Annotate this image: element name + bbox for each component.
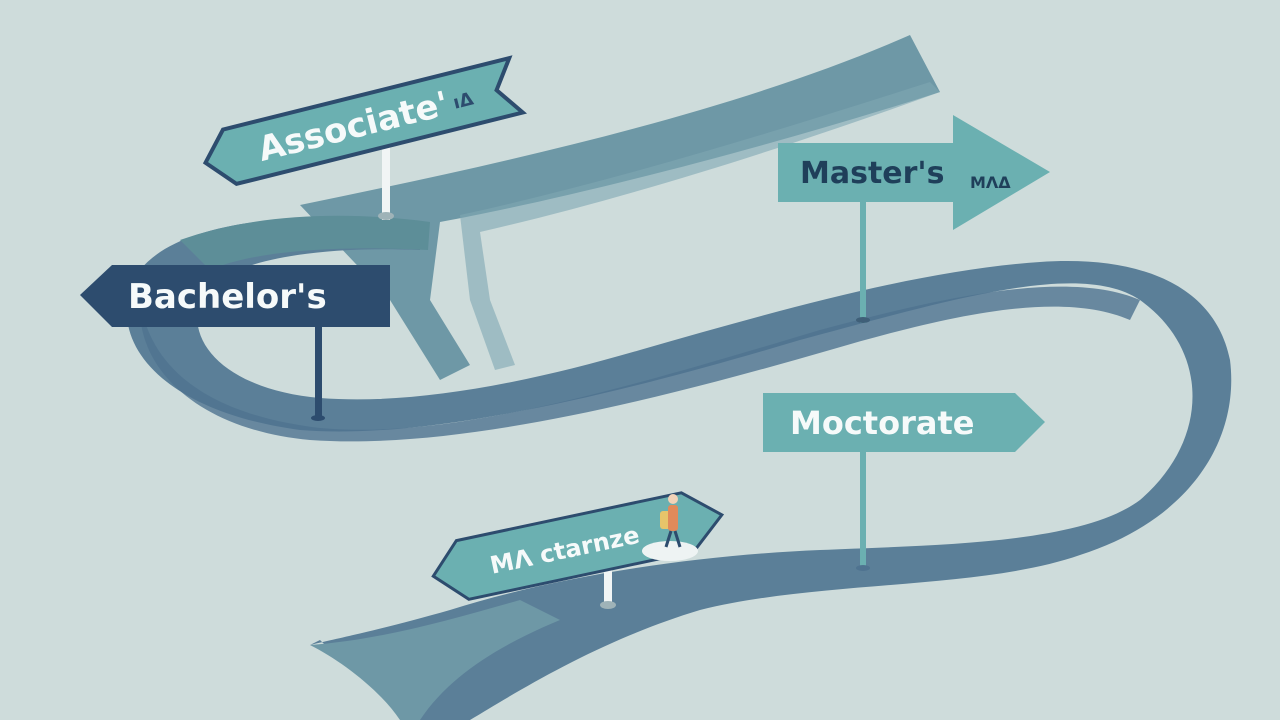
- traveler-cloud: [642, 541, 698, 561]
- road-left-teal: [180, 215, 430, 270]
- road-lower-tail: [310, 600, 560, 720]
- post-macturnate: [604, 565, 612, 607]
- sign-macturnate: MΛ ctarnze: [431, 491, 725, 601]
- sign-moctorate-label: Moctorate: [790, 404, 974, 442]
- post-masters: [860, 195, 866, 323]
- traveler-leg: [664, 530, 673, 548]
- post-associate: [382, 140, 390, 220]
- post-bachelors: [315, 318, 322, 420]
- person-with-backpack-icon: [642, 494, 698, 561]
- traveler-leg-2: [673, 530, 682, 548]
- sign-moctorate: Moctorate: [763, 393, 1045, 452]
- sign-macturnate-board: [431, 491, 725, 601]
- sign-associate-board: [202, 55, 528, 187]
- road-loop-shade: [139, 286, 1141, 442]
- post-macturnate-base: [600, 601, 616, 609]
- post-moctorate-base: [856, 565, 870, 571]
- post-moctorate: [860, 450, 866, 570]
- sign-masters-suffix: MΛΔ: [970, 173, 1011, 192]
- sign-masters-label: Master's: [800, 156, 944, 191]
- traveler-body: [668, 505, 678, 531]
- sign-posts: [311, 140, 870, 609]
- road-upper-band: [300, 35, 940, 380]
- sign-bachelors-board: [80, 265, 390, 327]
- sign-associate-suffix: ıΔ: [451, 88, 476, 113]
- post-associate-base: [378, 212, 394, 220]
- sign-bachelors: Bachelor's: [80, 265, 390, 327]
- post-masters-base: [856, 317, 870, 323]
- sign-bachelors-label: Bachelor's: [128, 277, 327, 317]
- sign-masters-board: [778, 115, 1050, 230]
- post-bachelors-base: [311, 415, 325, 421]
- traveler-head: [668, 494, 678, 504]
- sign-moctorate-board: [763, 393, 1045, 452]
- sign-masters: Master's MΛΔ: [778, 115, 1050, 230]
